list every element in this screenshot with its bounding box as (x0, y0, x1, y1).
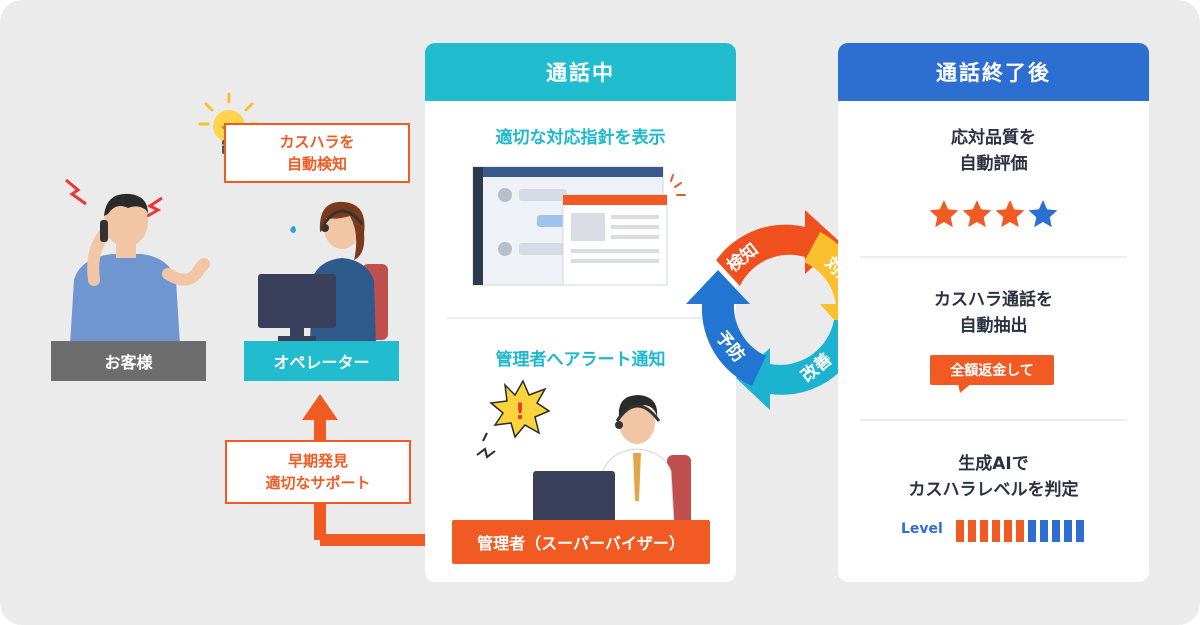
operator-label: オペレーター (244, 341, 399, 381)
support-callout: 早期発見 適切なサポート (225, 440, 411, 504)
section-divider (447, 317, 714, 319)
during-call-panel: 通話中 適切な対応指針を表示 (425, 43, 736, 582)
customer-label: お客様 (51, 341, 206, 381)
level-bar-active (1016, 520, 1024, 542)
level-bar-inactive (1028, 520, 1036, 542)
speech-bubble-tail-icon (958, 383, 972, 393)
auto-detect-line2: 自動検知 (286, 155, 347, 173)
ai-level-title: 生成AIで カスハラレベルを判定 (838, 451, 1149, 503)
customer-illustration (65, 178, 210, 345)
warning-burst-icon (489, 379, 551, 439)
support-line1: 早期発見 (287, 452, 348, 470)
guideline-window-illustration (472, 166, 686, 286)
section-divider (860, 256, 1127, 258)
star-filled-icon (962, 200, 992, 228)
level-bar-active (956, 520, 964, 542)
quality-eval-line1: 応対品質を (951, 128, 1036, 148)
section-divider (860, 419, 1127, 421)
level-bar-active (968, 520, 976, 542)
supervisor-illustration: ! (476, 379, 691, 541)
cycle-segment-improve (736, 320, 866, 410)
quality-eval-title: 応対品質を 自動評価 (838, 125, 1149, 177)
auto-detect-line1: カスハラを (279, 133, 355, 151)
manager-alert-title: 管理者へアラート通知 (495, 350, 666, 370)
supervisor-label: 管理者（スーパーバイザー） (452, 520, 710, 564)
cycle-segment-prevent (686, 270, 766, 386)
operator-illustration (258, 201, 388, 344)
level-meter (956, 520, 1084, 542)
after-call-panel: 通話終了後 応対品質を 自動評価 カスハラ通話を 自動抽出 全額返金して 生成A… (838, 43, 1149, 582)
level-bar-inactive (1052, 520, 1060, 542)
alert-spark-icon (670, 174, 686, 196)
level-bar-active (992, 520, 1000, 542)
star-filled-icon (995, 200, 1025, 228)
support-line2: 適切なサポート (265, 474, 371, 492)
ai-level-line1: 生成AIで (958, 454, 1029, 474)
star-filled-icon (929, 200, 959, 228)
level-bar-inactive (1064, 520, 1072, 542)
extract-speech-bubble: 全額返金して (930, 355, 1054, 385)
level-bar-inactive (1040, 520, 1048, 542)
angry-mark-icon (143, 196, 163, 220)
auto-extract-line2: 自動抽出 (959, 316, 1028, 336)
during-call-header: 通話中 (425, 43, 736, 101)
quality-eval-line2: 自動評価 (959, 154, 1028, 174)
guideline-display-title: 適切な対応指針を表示 (495, 128, 666, 148)
cycle-segment-detect (716, 210, 840, 286)
auto-extract-title: カスハラ通話を 自動抽出 (838, 287, 1149, 339)
level-label: Level (901, 521, 943, 537)
rating-stars (929, 200, 1058, 228)
after-call-header: 通話終了後 (838, 43, 1149, 101)
level-bar-inactive (1076, 520, 1084, 542)
stress-mark-icon (476, 447, 496, 459)
svg-text:!: ! (515, 400, 525, 425)
level-bar-active (1004, 520, 1012, 542)
sweat-drop-icon (290, 226, 296, 233)
auto-detect-callout: カスハラを 自動検知 (224, 123, 410, 183)
auto-extract-line1: カスハラ通話を (934, 290, 1053, 310)
star-empty-icon (1028, 200, 1058, 228)
angry-mark-icon (65, 178, 87, 206)
ai-level-line2: カスハラレベルを判定 (908, 480, 1079, 500)
level-bar-active (980, 520, 988, 542)
